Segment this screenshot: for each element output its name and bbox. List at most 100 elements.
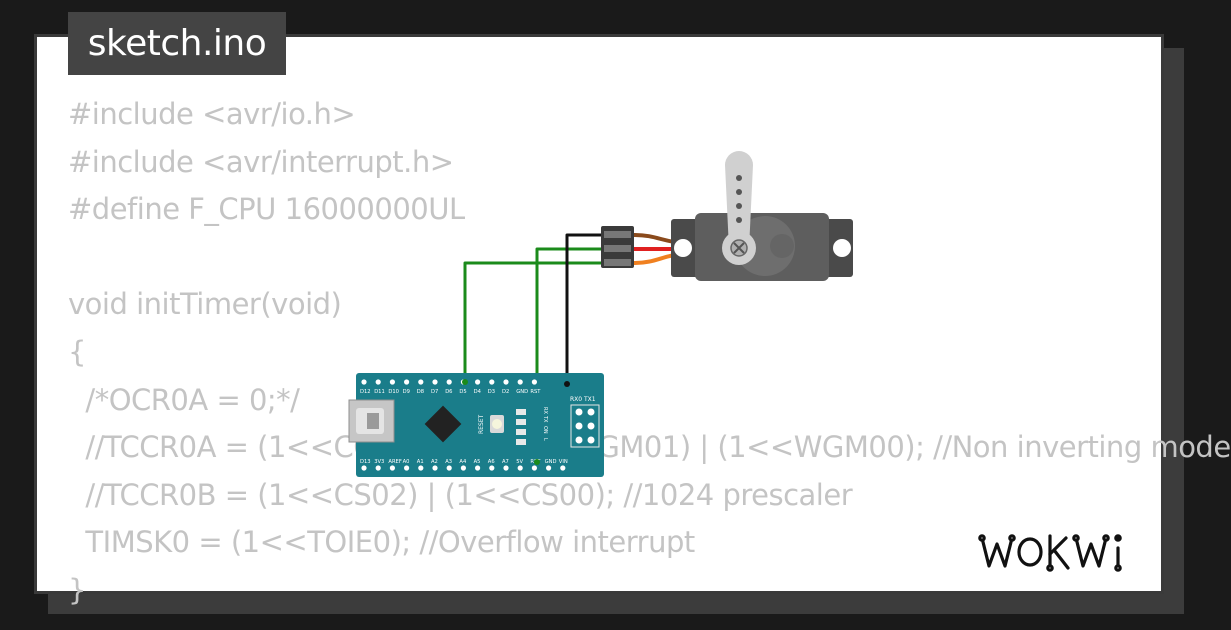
connector-pin [604, 259, 631, 266]
code-line: } [68, 572, 86, 607]
pin-d9[interactable] [404, 379, 410, 385]
usb-port-inner [367, 413, 379, 429]
wire-end-5v [534, 459, 540, 465]
code-line: { [68, 334, 86, 369]
pin-d3[interactable] [489, 379, 495, 385]
reset-button[interactable] [492, 419, 502, 429]
pin-label: A7 [502, 459, 509, 465]
pin-label: VIN [559, 459, 568, 465]
icsp-pin [575, 422, 583, 430]
pin-label: D6 [445, 389, 452, 395]
led-label-l: L [542, 438, 548, 441]
servo-gear-housing [735, 216, 795, 276]
pin-d7[interactable] [432, 379, 438, 385]
code-line: //TCCR0B = (1<<CS02) | (1<<CS00); //1024… [68, 477, 853, 512]
pin-d8[interactable] [418, 379, 424, 385]
mcu-chip [424, 405, 462, 443]
pin-label: D13 [360, 459, 371, 465]
led-on [516, 429, 526, 435]
code-line: TIMSK0 = (1<<TOIE0); //Overflow interrup… [68, 525, 695, 560]
servo-screw-slot [733, 242, 745, 254]
wire-ground[interactable] [565, 233, 602, 384]
servo-horn [725, 151, 753, 249]
preview-card: #include <avr/io.h> #include <avr/interru… [34, 34, 1231, 607]
pin-label: 5V [516, 459, 523, 465]
code-preview: #include <avr/io.h> #include <avr/interru… [68, 91, 1231, 615]
pin-aref[interactable] [389, 465, 395, 471]
pin-a7[interactable] [503, 465, 509, 471]
header-label: RX0 TX1 [570, 396, 596, 403]
pin-a4[interactable] [460, 465, 466, 471]
pin-d4[interactable] [475, 379, 481, 385]
pin-3v3[interactable] [375, 465, 381, 471]
icsp-header[interactable] [570, 404, 600, 448]
reset-label: RESET [478, 414, 485, 434]
pin-label: GND [516, 389, 528, 395]
pin-label: A1 [417, 459, 424, 465]
code-line: #include <avr/interrupt.h> [68, 144, 454, 179]
pin-rst[interactable] [531, 465, 537, 471]
wire-end-d6 [462, 379, 468, 385]
wire-signal-d6[interactable] [463, 261, 602, 382]
servo[interactable] [601, 151, 853, 281]
pin-d11[interactable] [375, 379, 381, 385]
pin-label: D10 [388, 389, 399, 395]
pin-label: A3 [445, 459, 452, 465]
pin-label: D8 [417, 389, 424, 395]
pin-label: RST [530, 389, 541, 395]
file-title-tab: sketch.ino [68, 12, 286, 75]
icsp-pin [587, 408, 595, 416]
pin-label: A2 [431, 459, 438, 465]
pin-label: D11 [374, 389, 385, 395]
pin-a1[interactable] [418, 465, 424, 471]
servo-mount-hole-right [833, 239, 851, 257]
icsp-pin [575, 408, 583, 416]
code-line: void initTimer(void) [68, 287, 342, 322]
pin-label: A6 [488, 459, 495, 465]
pin-label: D5 [459, 389, 466, 395]
pin-vin[interactable] [560, 465, 566, 471]
icsp-pin [587, 436, 595, 444]
pin-label: A0 [403, 459, 410, 465]
pin-d10[interactable] [389, 379, 395, 385]
connector-pin [604, 245, 631, 252]
code-line: #include <avr/io.h> [68, 97, 356, 131]
led-l [516, 439, 526, 445]
code-line: #define F_CPU 16000000UL [68, 192, 465, 227]
pin-d2[interactable] [503, 379, 509, 385]
pin-d13[interactable] [361, 465, 367, 471]
pin-5v[interactable] [517, 465, 523, 471]
pin-gnd[interactable] [517, 379, 523, 385]
pin-label: D7 [431, 389, 438, 395]
pin-a5[interactable] [475, 465, 481, 471]
icsp-pin [587, 422, 595, 430]
led-tx [516, 409, 526, 415]
led-label-rx: RX [542, 407, 548, 414]
servo-horn-hole [736, 175, 742, 181]
led-rx [516, 419, 526, 425]
pin-a0[interactable] [404, 465, 410, 471]
connector-pin [604, 231, 631, 238]
wokwi-logo [978, 534, 1122, 572]
pin-label: AREF [388, 459, 401, 465]
pin-label: GND [545, 459, 557, 465]
pin-a3[interactable] [446, 465, 452, 471]
pin-label: D9 [403, 389, 410, 395]
pin-a6[interactable] [489, 465, 495, 471]
pin-label: D2 [502, 389, 509, 395]
pin-rst[interactable] [531, 379, 537, 385]
bottom-pin-holes [361, 465, 566, 471]
pin-gnd[interactable] [546, 465, 552, 471]
servo-horn-hole [736, 203, 742, 209]
pin-label: 3V3 [374, 459, 384, 465]
servo-gear-secondary [770, 234, 794, 258]
pin-label: A5 [474, 459, 481, 465]
pin-a2[interactable] [432, 465, 438, 471]
pin-d6[interactable] [446, 379, 452, 385]
led-label-tx: TX [542, 415, 548, 423]
top-pin-holes [361, 379, 537, 385]
pin-d12[interactable] [361, 379, 367, 385]
